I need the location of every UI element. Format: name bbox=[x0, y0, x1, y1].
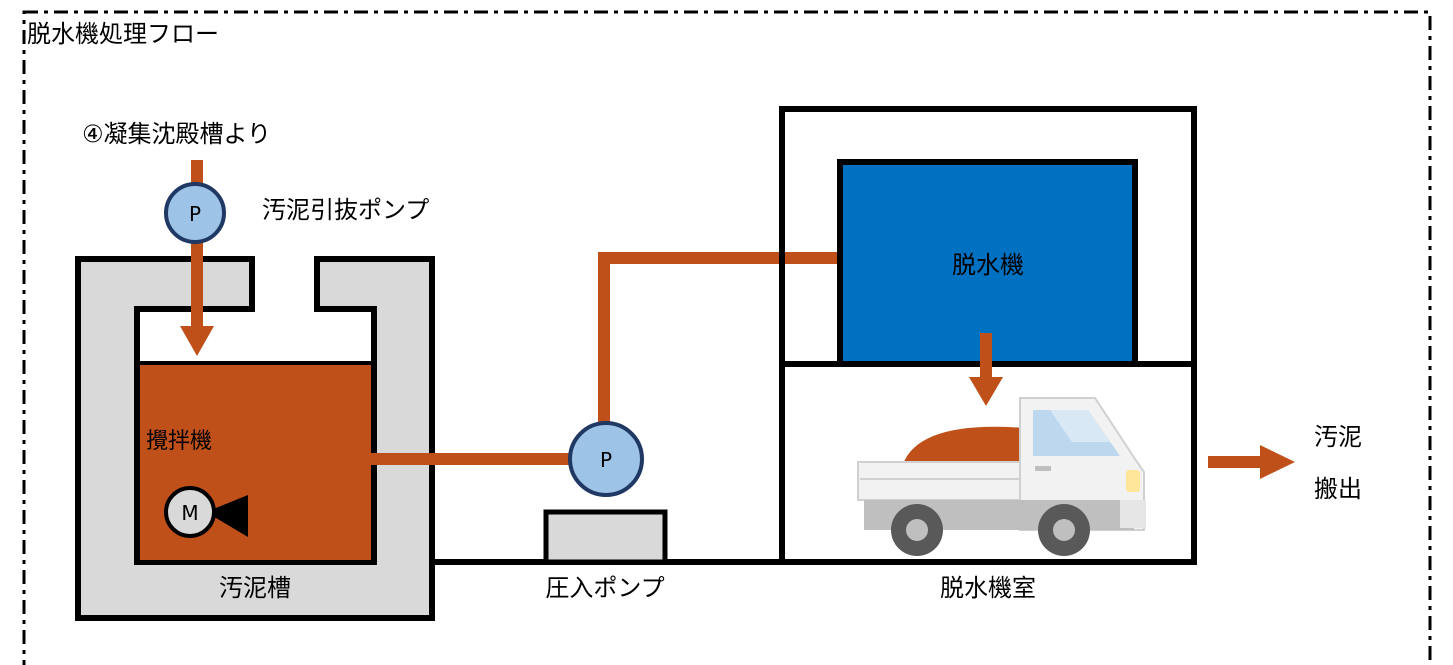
dehydrator-machine bbox=[837, 159, 1138, 367]
inlet-arrowhead bbox=[180, 326, 214, 356]
output-label-line1: 汚泥 bbox=[1314, 423, 1362, 451]
pressure-pump-symbol: P bbox=[600, 448, 612, 472]
pump-to-dehydrator-pipe bbox=[598, 252, 888, 264]
propeller-icon bbox=[206, 495, 248, 537]
pressure-pump-icon bbox=[568, 421, 644, 497]
sludge-tank-label: 汚泥槽 bbox=[219, 574, 291, 602]
motor-icon bbox=[164, 486, 216, 538]
truck-door-handle bbox=[1035, 466, 1051, 471]
truck-sludge-load bbox=[903, 426, 1025, 464]
extraction-pump-label: 汚泥引抜ポンプ bbox=[262, 196, 429, 224]
room-outer-wall bbox=[779, 106, 1197, 565]
truck-bumper bbox=[1120, 500, 1146, 528]
truck-icon bbox=[857, 397, 1146, 556]
extraction-pump-symbol: P bbox=[189, 202, 201, 226]
pump-riser-pipe bbox=[598, 252, 610, 432]
dashed-frame bbox=[22, 10, 1432, 665]
pressure-pump-base bbox=[543, 509, 668, 565]
sludge-tank: 攪拌機 M 汚泥槽 bbox=[75, 256, 435, 621]
extraction-pump-icon bbox=[164, 182, 226, 244]
output-arrow-shaft bbox=[1208, 456, 1262, 468]
truck-front-hub bbox=[1053, 519, 1075, 541]
discharge-pipe bbox=[980, 333, 992, 379]
truck-cargo-bed bbox=[857, 461, 1025, 501]
dehydrator-label: 脱水機 bbox=[952, 251, 1024, 279]
truck-rear-hub bbox=[906, 519, 928, 541]
truck-window-glare bbox=[1050, 410, 1110, 442]
pressure-pump-label: 圧入ポンプ bbox=[545, 574, 664, 602]
tank-outer-wall bbox=[75, 256, 435, 621]
discharge-arrowhead bbox=[969, 377, 1003, 406]
tank-to-pump-pipe bbox=[371, 453, 574, 465]
motor-symbol: M bbox=[181, 501, 198, 525]
source-label: ④凝集沈殿槽より bbox=[82, 120, 271, 148]
output-arrowhead bbox=[1260, 445, 1295, 479]
dehydrator-room-label: 脱水機室 bbox=[940, 574, 1036, 602]
mixer-label: 攪拌機 bbox=[146, 429, 212, 454]
truck-headlight bbox=[1126, 470, 1140, 492]
output-label-line2: 搬出 bbox=[1314, 475, 1362, 503]
diagram-title: 脱水機処理フロー bbox=[27, 20, 219, 48]
